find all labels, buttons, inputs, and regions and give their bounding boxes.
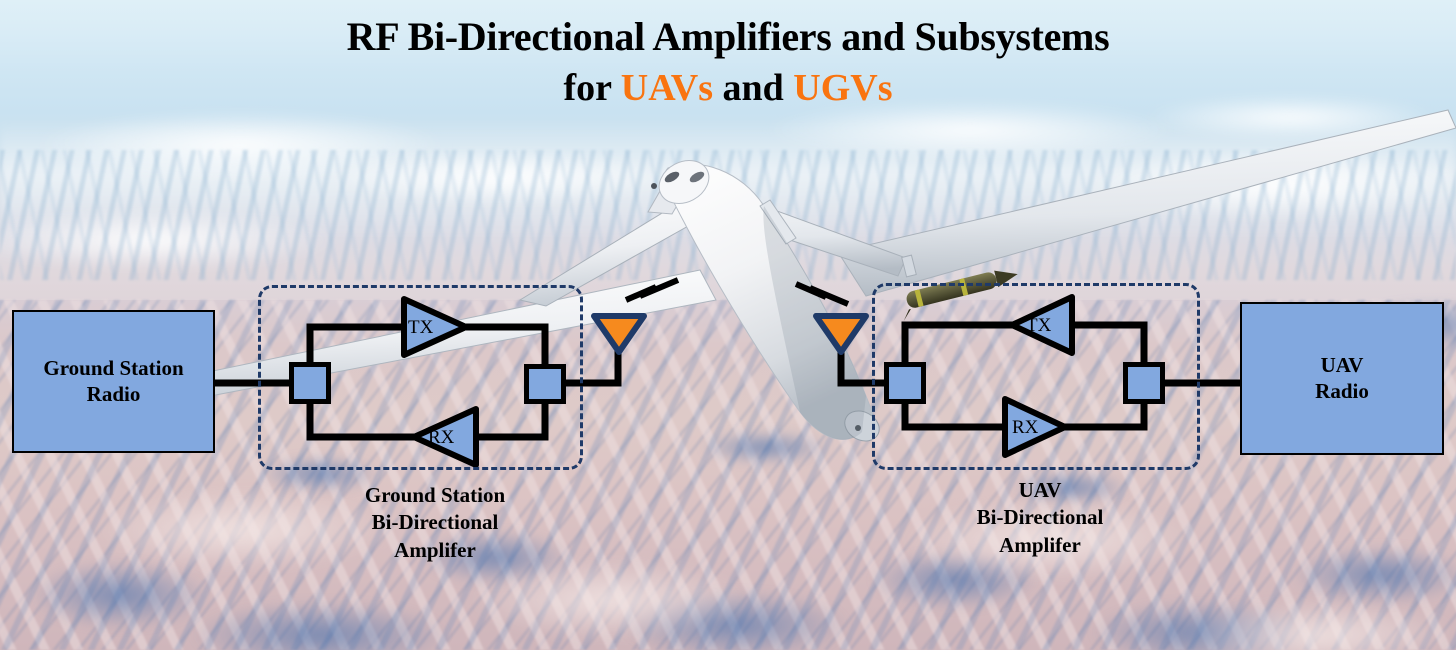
wire-uav-tx-path [901,321,1018,362]
title-highlight-uavs: UAVs [620,66,714,109]
uav-tx-amplifier-symbol [1009,294,1075,356]
title-prefix: for [563,66,621,109]
terrain-shadow [260,455,380,493]
title-conjunction: and [713,66,794,109]
wire-gs-rx-path [306,404,419,441]
rf-link-lightning-right [794,281,850,307]
title-line-2: for UAVs and UGVs [0,66,1456,111]
terrain-shadow [190,600,450,650]
terrain-highlight [470,560,750,640]
wire-uav-rx-in [1060,400,1148,431]
gs-rx-amplifier-symbol [411,406,479,468]
uav-antenna [813,313,869,355]
uav-splitter-block[interactable] [884,362,926,404]
terrain-highlight [1180,600,1456,650]
terrain-shadow [1010,470,1130,505]
ground-station-bda-caption: Ground Station Bi-Directional Amplifer [364,483,506,562]
uav-combiner-block[interactable] [1123,362,1165,404]
gs-combiner-block[interactable] [524,364,566,404]
title-line-1: RF Bi-Directional Amplifiers and Subsyst… [346,14,1110,59]
poster-title: RF Bi-Directional Amplifiers and Subsyst… [0,14,1456,110]
gs-splitter-block[interactable] [289,362,331,404]
uav-rx-amplifier-symbol [1002,396,1068,458]
ground-station-radio-block[interactable]: Ground Station Radio [12,310,215,453]
uav-radio-block[interactable]: UAV Radio [1240,302,1444,455]
terrain-highlight [90,490,390,570]
ground-station-antenna [591,313,647,355]
ground-station-radio-label: Ground Station Radio [43,355,184,406]
wire-uav-rx-path [901,404,1005,431]
uav-radio-label: UAV Radio [1315,352,1369,403]
wire-gs-rx-in [476,400,549,441]
title-highlight-ugvs: UGVs [793,66,893,109]
terrain-shadow [1290,545,1456,605]
wire-uav-tx-out [1072,321,1148,368]
terrain-highlight [900,500,1200,580]
uav-bda-caption: UAV Bi-Directional Amplifer [976,478,1104,557]
rf-link-lightning-left [624,277,680,303]
terrain-shadow [30,560,210,630]
cloud [0,210,340,270]
